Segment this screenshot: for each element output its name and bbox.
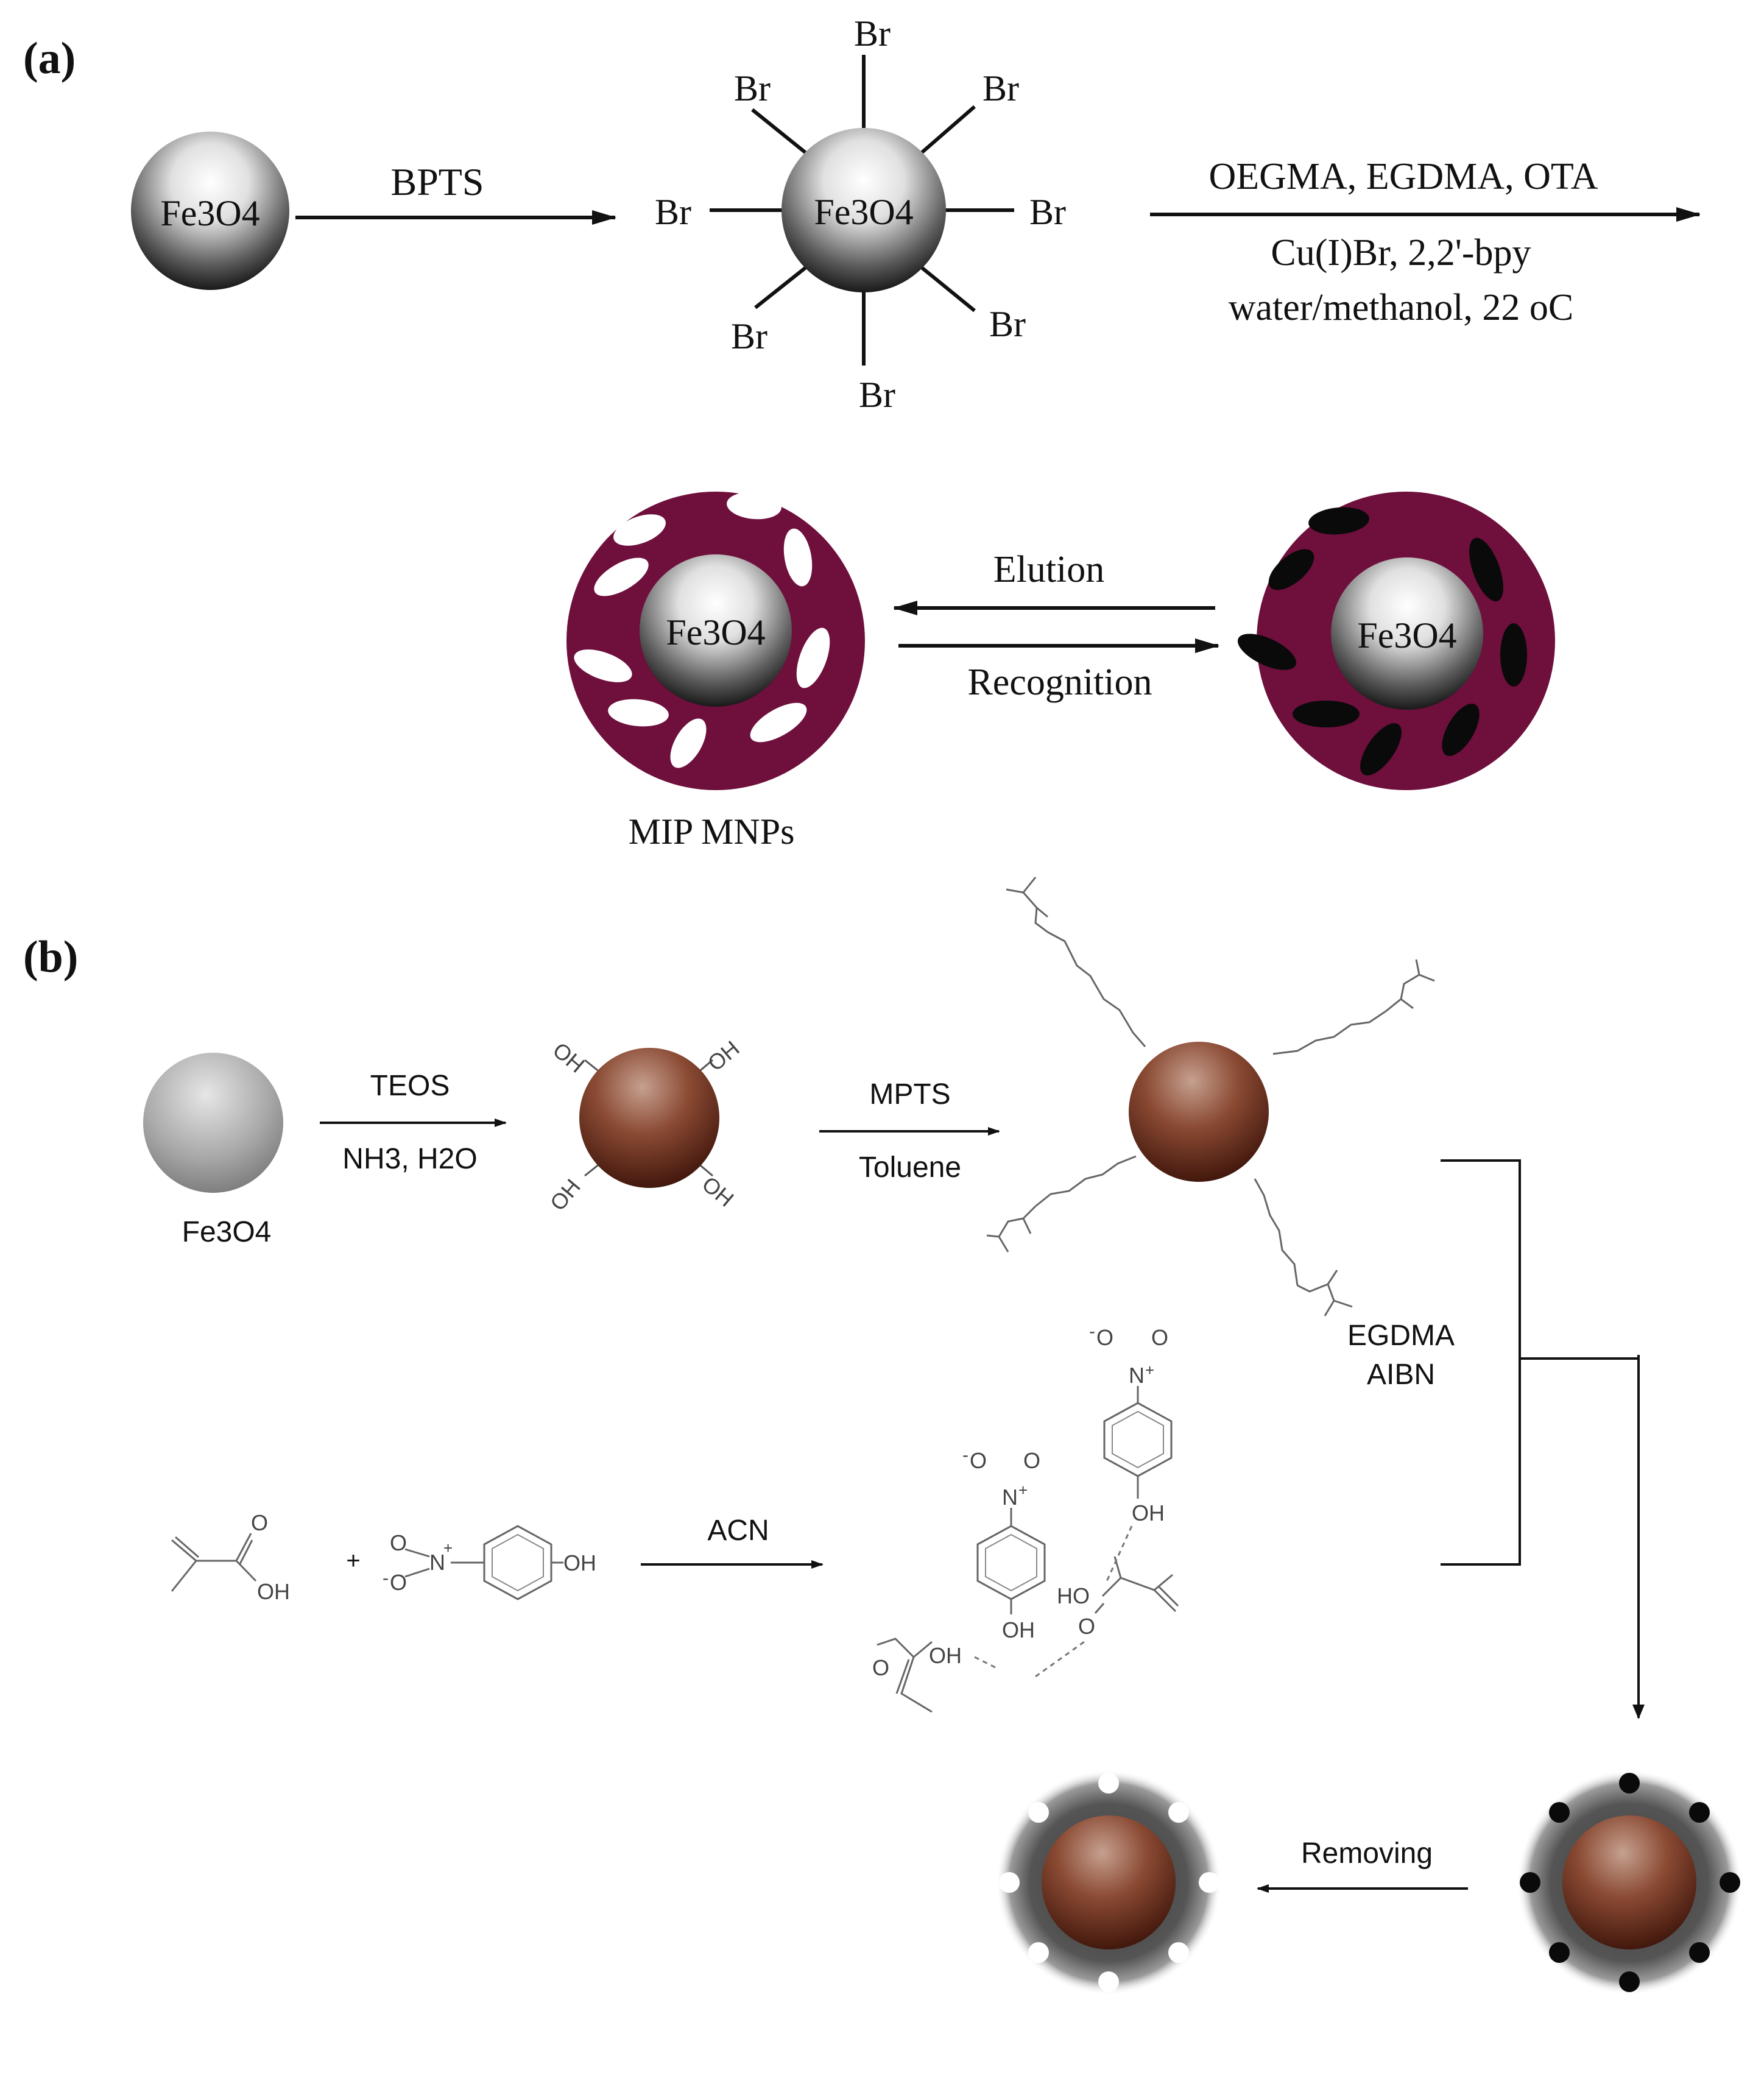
complex-o-lower-2: O [1023, 1448, 1040, 1473]
bpts-label: BPTS [391, 160, 484, 203]
nitro-plus: + [443, 1539, 453, 1557]
br-fe3o4-core [781, 128, 946, 292]
removing-label: Removing [1301, 1837, 1433, 1870]
complex-oh-left: OH [929, 1643, 962, 1668]
maa-oh: OH [257, 1579, 290, 1604]
nh3-h2o-label: NH3, H2O [342, 1143, 477, 1175]
mip-mnp-bound: Fe3O4 [1237, 492, 1555, 790]
atrp-conditions: water/methanol, 22 oC [1229, 287, 1573, 328]
br-upper-left: Br [734, 68, 771, 108]
br-upper-right: Br [983, 68, 1019, 108]
vinyl-modified-particle [986, 877, 1435, 1316]
mip-mnps-label: MIP MNPs [629, 811, 795, 852]
complex-o-upper-minus: - [1089, 1321, 1095, 1341]
br-top: Br [854, 13, 891, 54]
panel-a: (a) Fe3O4 BPTS Fe3O4 Br Br B [23, 13, 1701, 852]
nitrophenol: N + O O - OH [383, 1525, 596, 1600]
phenol-oh: OH [563, 1550, 596, 1575]
mip-bound-core [1331, 557, 1483, 710]
complex-oh-upper: OH [1132, 1500, 1165, 1525]
br-fe3o4-label: Fe3O4 [814, 192, 913, 232]
br-lower-right: Br [989, 304, 1026, 344]
br-right: Br [1029, 192, 1066, 232]
fe3o4-core-label: Fe3O4 [160, 193, 259, 233]
imprinted-particle-empty [996, 1770, 1221, 1995]
panel-b-label: (b) [23, 932, 78, 982]
imprint-core-empty [1042, 1815, 1176, 1949]
methacrylic-acid: O OH [171, 1510, 290, 1604]
crosslink-bracket [1441, 1159, 1640, 1718]
methacrylate-chains [986, 877, 1435, 1316]
atrp-reagents: OEGMA, EGDMA, OTA [1208, 156, 1598, 197]
imprint-core-bound [1562, 1815, 1696, 1949]
br-bottom: Br [859, 375, 895, 415]
acn-label: ACN [707, 1514, 769, 1547]
panel-b: (b) Fe3O4 TEOS NH3, H2O OH OH OH OH MPTS… [23, 877, 1742, 1995]
empty-cavity-dots [999, 1773, 1219, 1992]
br-left: Br [655, 192, 691, 232]
complex-o-lower-1: O [970, 1448, 987, 1473]
recognition-label: Recognition [967, 662, 1152, 703]
complex-o-left: O [872, 1655, 889, 1680]
cavities [574, 492, 830, 768]
oh-bottom-left: OH [545, 1174, 585, 1215]
fe3o4-core [131, 132, 289, 290]
complex-n-lower-plus: + [1018, 1481, 1028, 1499]
complex-n-upper-plus: + [1145, 1361, 1154, 1379]
bound-templates [1237, 507, 1527, 776]
bound-dots [1520, 1773, 1740, 1992]
imprinted-particle-bound [1517, 1770, 1742, 1995]
fe3o4-gray-core [143, 1053, 283, 1193]
template-complex: N + O O - OH N + O O - OH [872, 1321, 1179, 1713]
nitro-o2: O [390, 1570, 407, 1595]
plus-sign: + [346, 1547, 360, 1574]
nitro-n: N [429, 1550, 445, 1575]
mip-core [640, 554, 792, 707]
mip-mnp-empty: Fe3O4 [566, 492, 865, 790]
mip-bound-core-label: Fe3O4 [1357, 615, 1456, 656]
hydrogen-bonds [974, 1525, 1133, 1678]
fe3o4-nanoparticle: Fe3O4 [131, 132, 289, 290]
atrp-catalyst: Cu(I)Br, 2,2'-bpy [1271, 232, 1531, 274]
br-lower-left: Br [731, 316, 767, 356]
nitro-o1: O [390, 1530, 407, 1555]
oh-bottom-right: OH [697, 1172, 739, 1212]
mip-core-label: Fe3O4 [666, 612, 765, 652]
teos-label: TEOS [370, 1070, 450, 1102]
elution-label: Elution [993, 549, 1105, 590]
complex-ho-right: HO [1057, 1583, 1090, 1608]
br-bonds [710, 55, 1014, 366]
oh-top-right: OH [703, 1036, 744, 1076]
maa-oxygen: O [251, 1510, 268, 1535]
egdma-label: EGDMA [1347, 1320, 1455, 1352]
complex-o-lower-minus: - [962, 1445, 968, 1465]
mpts-label: MPTS [869, 1078, 950, 1111]
complex-o-right: O [1078, 1614, 1095, 1639]
aibn-label: AIBN [1367, 1359, 1435, 1391]
br-initiator-particle: Fe3O4 Br Br Br Br Br Br Br Br [655, 13, 1066, 415]
complex-o-upper-2: O [1151, 1325, 1168, 1350]
crosslink-arrow-head [1632, 1705, 1645, 1719]
complex-oh-lower: OH [1002, 1617, 1035, 1642]
nitro-o-minus: - [383, 1568, 389, 1588]
toluene-label: Toluene [859, 1151, 961, 1184]
silica-core [579, 1048, 719, 1188]
oh-top-left: OH [548, 1037, 590, 1078]
silica-oh-particle: OH OH OH OH [545, 1036, 744, 1215]
panel-a-label: (a) [23, 34, 76, 83]
complex-n-upper: N [1129, 1363, 1145, 1388]
fe3o4-gray-label: Fe3O4 [182, 1216, 272, 1248]
complex-n-lower: N [1002, 1485, 1018, 1510]
complex-o-upper-1: O [1096, 1325, 1113, 1350]
vinyl-core [1129, 1042, 1269, 1182]
